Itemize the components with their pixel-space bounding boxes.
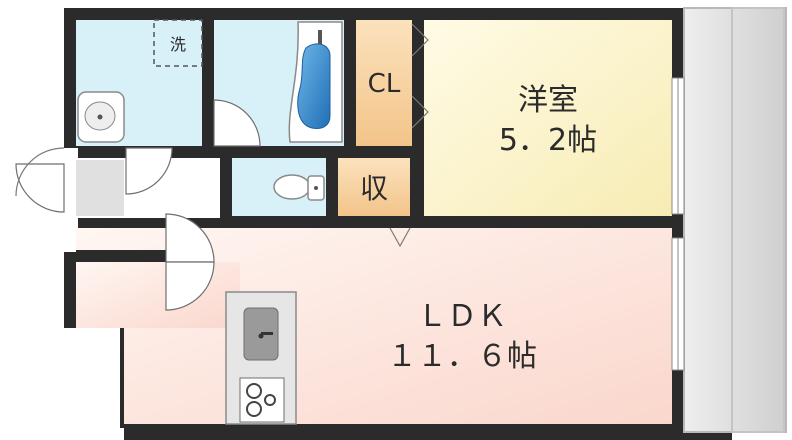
burner-1 [246, 383, 262, 399]
toilet-button [314, 186, 318, 190]
ldk-name: ＬＤＫ [417, 299, 507, 334]
hall-door [165, 213, 215, 263]
entrance-door-arc [15, 147, 65, 197]
washroom-door [125, 147, 173, 195]
ldk-notch [76, 262, 240, 328]
western-room-size: 5．2帖 [499, 123, 597, 158]
storage [338, 158, 410, 216]
entrance-door [15, 163, 65, 213]
balcony-frame [731, 7, 785, 433]
ldk-left-edge [120, 328, 124, 428]
sink-faucet [261, 332, 273, 335]
bathtub-faucet [318, 30, 322, 44]
basin-drain [97, 114, 103, 120]
hall-wall [76, 250, 166, 262]
storage-door [389, 227, 411, 248]
burner-2 [246, 401, 262, 417]
hall-door-2 [165, 261, 215, 311]
ldk-size: １１．６帖 [387, 339, 537, 374]
western-room-name: 洋室 [518, 83, 578, 118]
washer-label: 洗 [170, 35, 186, 54]
toilet-bowl [273, 174, 311, 200]
bathtub-water [297, 43, 331, 129]
bathroom-door [213, 99, 261, 147]
cooktop [239, 377, 285, 423]
washer-pan [153, 19, 203, 67]
storage-label: 収 [360, 172, 388, 205]
white-bottom-left [64, 328, 120, 440]
closet-label: CL [368, 69, 401, 99]
entrance-floor [76, 160, 124, 216]
burner-3 [264, 394, 276, 406]
western-room [424, 20, 672, 216]
closet [356, 20, 412, 146]
closet-door [411, 23, 429, 129]
balcony [683, 7, 787, 433]
